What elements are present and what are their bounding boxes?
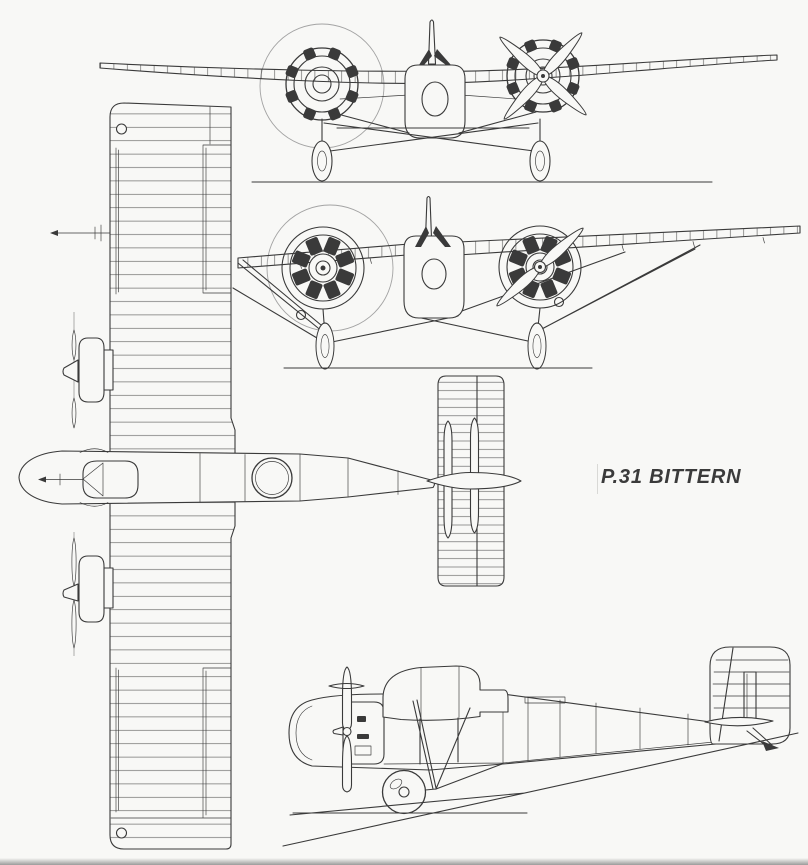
front-view-engines-low	[232, 195, 801, 370]
cabane-struts	[415, 226, 451, 247]
nose-gun-tip	[38, 476, 46, 483]
side-view	[282, 646, 799, 847]
nose-gun	[45, 473, 84, 486]
cockpit-opening	[421, 258, 447, 290]
starboard-wheel	[529, 140, 551, 182]
propeller	[328, 666, 365, 793]
wing	[99, 54, 778, 84]
nose-inner-line	[295, 705, 313, 761]
front-view-engines-high	[99, 19, 778, 183]
cabane-struts	[419, 49, 451, 65]
lower-tip-light	[115, 827, 128, 839]
port-strut-fitting	[295, 309, 307, 321]
gear-bracing	[322, 307, 541, 344]
plan-view	[18, 102, 522, 850]
port-wheel	[315, 322, 335, 370]
upper-tip-light	[115, 123, 128, 135]
dorsal-gun-ring-inner	[255, 461, 289, 495]
windscreen-lines	[82, 462, 104, 497]
undercarriage-struts	[403, 699, 503, 793]
starboard-wheel	[527, 322, 547, 370]
tailplane	[426, 375, 522, 587]
fuselage-panel-lines	[383, 693, 745, 765]
cockpit-canopy	[82, 460, 139, 499]
port-engine	[281, 226, 365, 310]
wing-gun	[50, 224, 111, 242]
exhaust-slot	[357, 734, 369, 739]
port-engine	[284, 46, 360, 122]
landing-gear	[321, 111, 541, 152]
starboard-nacelle	[62, 312, 114, 429]
nacelle-struts	[420, 666, 460, 720]
fin-and-rudder	[709, 646, 791, 745]
fuselage	[18, 450, 436, 505]
exhaust-slot	[357, 716, 366, 722]
fuselage	[404, 64, 466, 139]
ground-lines	[282, 732, 799, 847]
starboard-propeller	[495, 28, 591, 124]
fin-mast	[424, 195, 433, 239]
root-fairings	[79, 448, 109, 507]
fin-edge-on	[426, 471, 522, 490]
fuselage-hatch	[524, 696, 566, 704]
page-edge-shadow	[0, 858, 808, 865]
tail-skid-shoe	[762, 741, 779, 751]
cowl-panel	[354, 745, 372, 756]
scan-artifact-line	[597, 464, 598, 494]
cockpit-opening	[421, 81, 449, 117]
rudder-hinge-line	[718, 647, 734, 742]
starboard-strut-fitting	[553, 296, 565, 308]
wing-nacelle	[382, 665, 509, 721]
wing-detail-lines	[110, 106, 232, 819]
fuselage	[403, 235, 465, 319]
port-nacelle	[62, 532, 114, 656]
starboard-propeller	[492, 223, 588, 311]
port-wheel	[311, 140, 333, 182]
fuselage-frames	[199, 453, 399, 503]
tailplane-edge-on	[704, 716, 774, 727]
wing-bracing-struts	[232, 244, 701, 342]
main-wheel	[381, 769, 427, 815]
drawing-title: P.31 BITTERN	[601, 466, 742, 488]
dorsal-gun-ring	[251, 457, 293, 499]
